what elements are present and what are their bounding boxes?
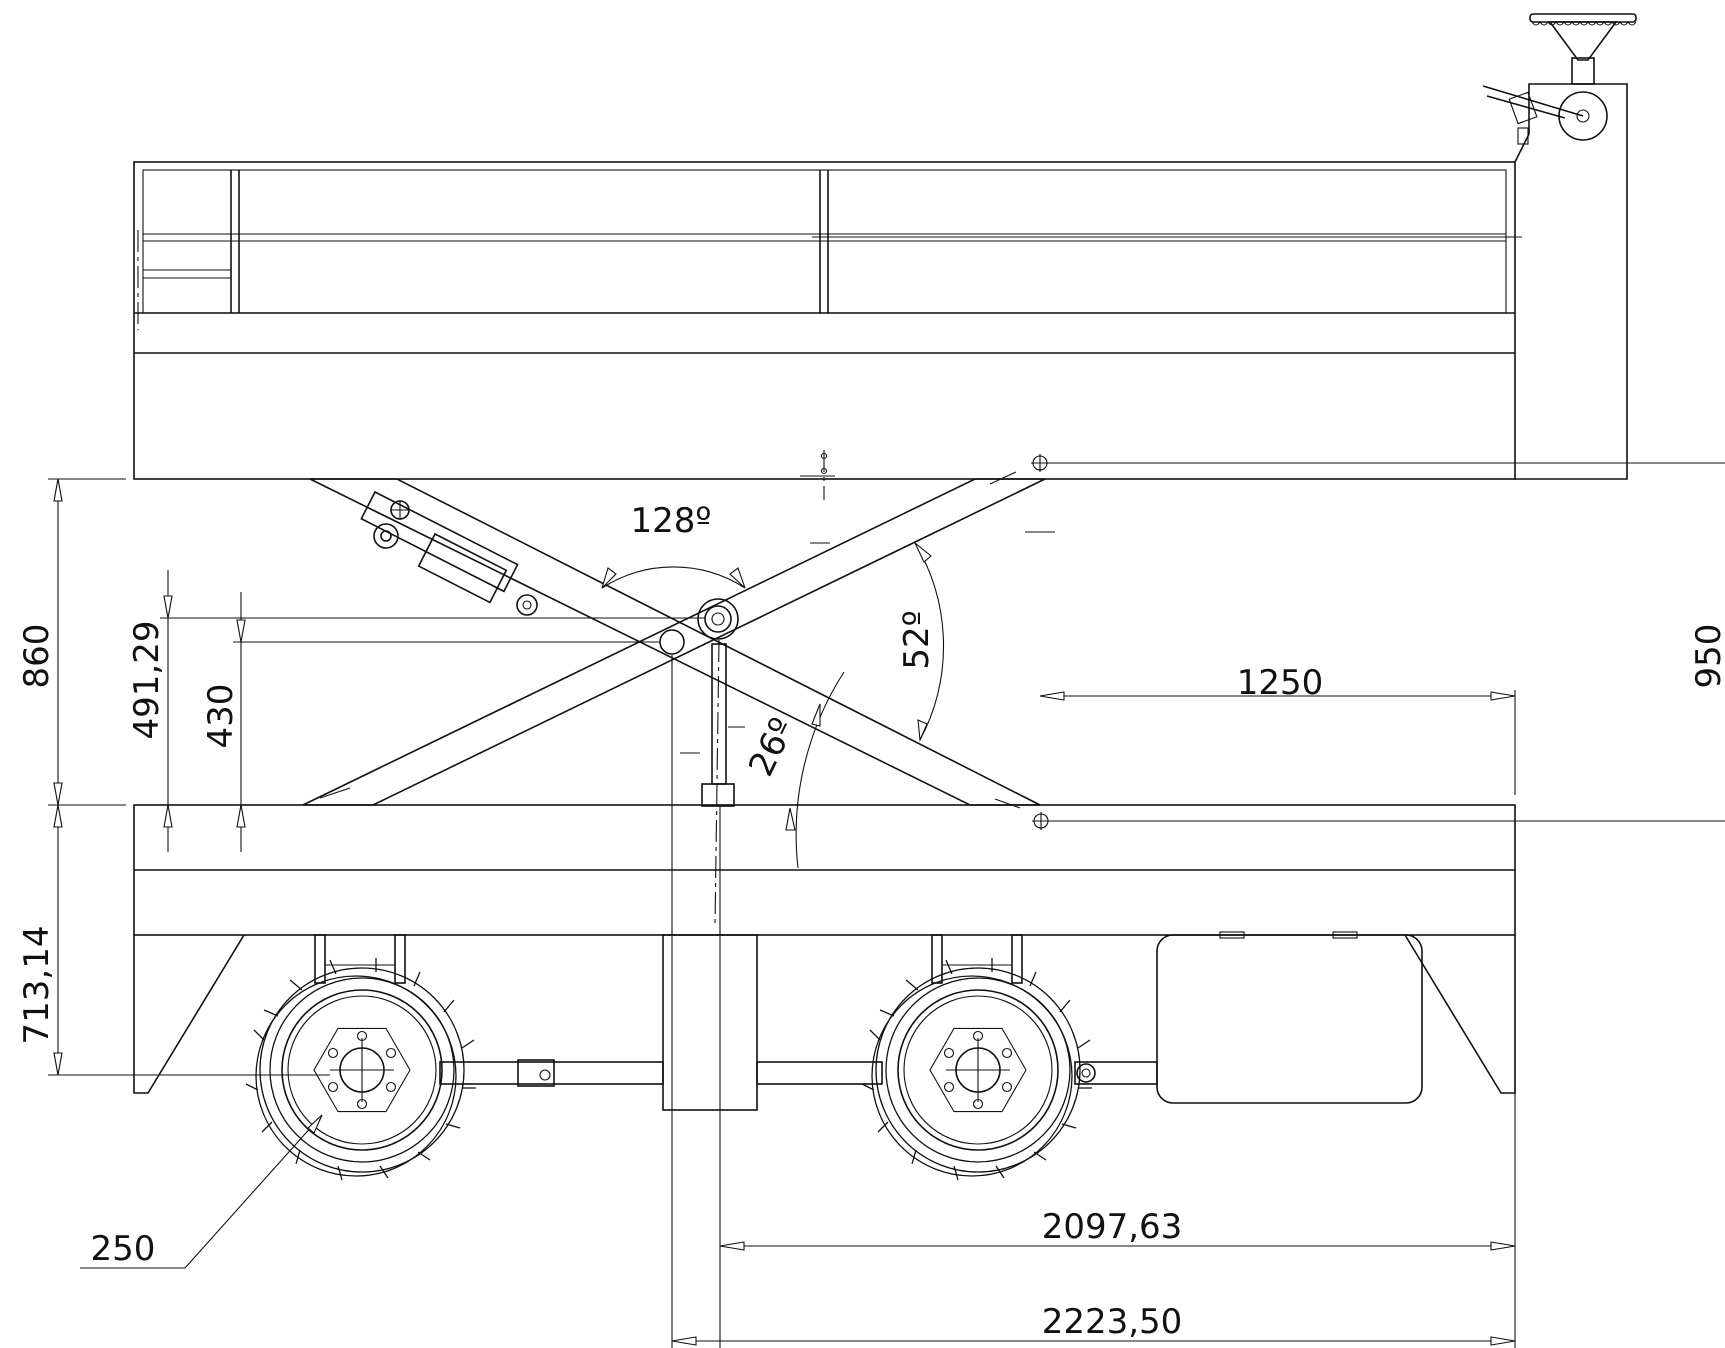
dim-2223-50: 2223,50 <box>1042 1302 1183 1342</box>
dimension-labels: 860 491,29 430 713,14 950 1250 2097,63 2… <box>17 501 1725 1342</box>
dim-713-14: 713,14 <box>17 926 57 1045</box>
dim-950: 950 <box>1689 624 1725 689</box>
wheel-front <box>861 958 1092 1181</box>
angle-26: 26º <box>741 712 803 783</box>
scissor-mechanism <box>302 450 1725 1348</box>
dim-2097-63: 2097,63 <box>1042 1207 1183 1247</box>
dim-1250: 1250 <box>1237 663 1324 703</box>
dim-860: 860 <box>17 624 57 689</box>
dimension-lines <box>48 478 1516 1348</box>
upper-platform <box>133 13 1637 480</box>
dim-491-29: 491,29 <box>127 621 167 740</box>
angle-128: 128º <box>631 501 712 541</box>
wheel-rear <box>245 958 476 1181</box>
chassis <box>133 804 1516 1111</box>
dim-250: 250 <box>91 1229 156 1269</box>
angle-arcs <box>601 542 944 869</box>
angle-52: 52º <box>897 610 937 669</box>
dim-430: 430 <box>201 684 241 749</box>
